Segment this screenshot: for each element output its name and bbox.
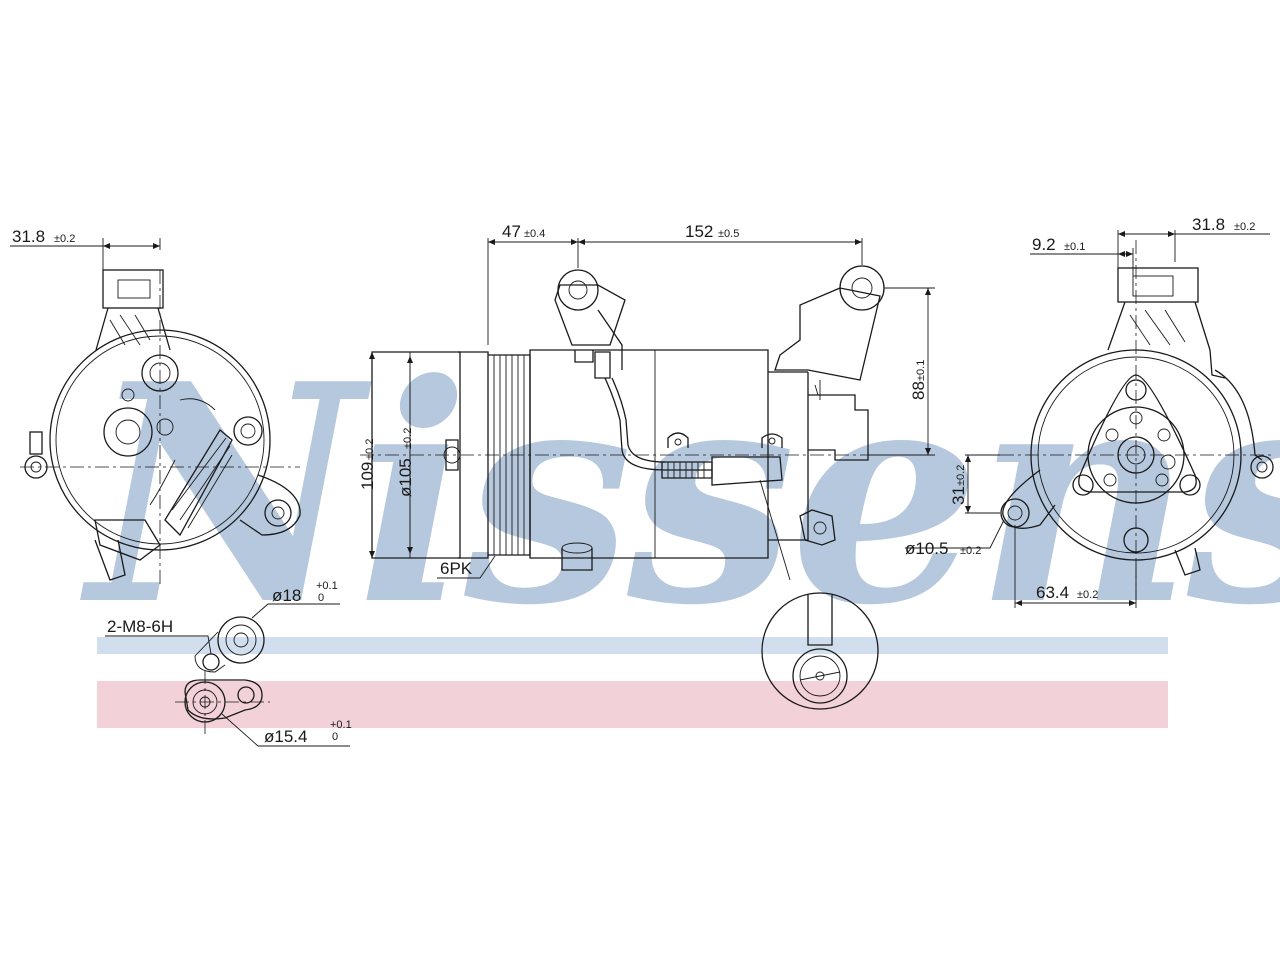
watermark-logo: Nissens <box>79 318 1280 671</box>
dim-105-value: ø105 <box>396 458 415 497</box>
dim-63-4-tol: ±0.2 <box>1077 589 1098 601</box>
dim-63-4-value: 63.4 <box>1036 583 1069 602</box>
dim-right-31-tol: ±0.2 <box>1234 221 1255 233</box>
dim-152-tol: ±0.5 <box>718 228 739 240</box>
dim-109-value: 109 <box>358 462 377 490</box>
dim-10-5-tol: ±0.2 <box>960 545 981 557</box>
dim-9-2-tol: ±0.1 <box>1064 241 1085 253</box>
detail-view <box>761 592 879 710</box>
dim-left-top: 31.8 ±0.2 <box>10 227 161 270</box>
label-6pk-text: 6PK <box>440 559 473 578</box>
dim-side-top: 47 ±0.4 152 ±0.5 <box>487 222 863 345</box>
dim-15-tol-lower: 0 <box>332 731 338 743</box>
dim-152-value: 152 <box>685 222 713 241</box>
dim-18-tol-upper: +0.1 <box>316 580 338 592</box>
dim-18-tol-lower: 0 <box>318 592 324 604</box>
port-detail <box>175 616 270 735</box>
dim-18-value: ø18 <box>272 586 301 605</box>
dim-left-top-value: 31.8 <box>12 227 45 246</box>
dim-88-tol: ±0.1 <box>915 360 927 381</box>
watermark-band-blue <box>97 637 1168 654</box>
dim-thread: 2-M8-6H <box>105 617 212 655</box>
dim-right-top: 9.2 ±0.1 31.8 ±0.2 <box>1030 215 1270 276</box>
dim-10-5-value: ø10.5 <box>905 539 948 558</box>
dim-15-tol-upper: +0.1 <box>330 719 352 731</box>
dim-9-2-value: 9.2 <box>1032 235 1056 254</box>
dim-side-right-88: 88 ±0.1 <box>868 287 935 456</box>
watermark: Nissens <box>79 318 1280 728</box>
dim-port-15: ø15.4 +0.1 0 <box>221 713 352 747</box>
dim-left-top-tol: ±0.2 <box>54 233 75 245</box>
dim-thread-value: 2-M8-6H <box>107 617 173 636</box>
dim-side-left: 109 ±0.2 ø105 ±0.2 <box>358 352 415 558</box>
dim-right-31-value: 31.8 <box>1192 215 1225 234</box>
label-6pk: 6PK <box>437 555 496 579</box>
dim-right-31-height: 31 ±0.2 <box>949 454 1000 514</box>
dim-port-18: ø18 +0.1 0 <box>251 580 340 619</box>
dim-109-tol: ±0.2 <box>364 439 376 460</box>
dim-31-value: 31 <box>949 486 968 505</box>
dim-105-tol: ±0.2 <box>402 428 414 449</box>
side-view <box>360 265 885 581</box>
dim-right-63-4: 63.4 ±0.2 <box>1014 525 1137 608</box>
left-end-view <box>20 269 301 585</box>
dim-right-hole: ø10.5 ±0.2 <box>905 519 1005 558</box>
dim-47-tol: ±0.4 <box>524 228 545 240</box>
dim-47-value: 47 <box>502 222 521 241</box>
dim-88-value: 88 <box>909 381 928 400</box>
watermark-band-pink <box>97 681 1168 728</box>
dim-15-value: ø15.4 <box>264 727 307 746</box>
dim-31-tol: ±0.2 <box>955 465 967 486</box>
